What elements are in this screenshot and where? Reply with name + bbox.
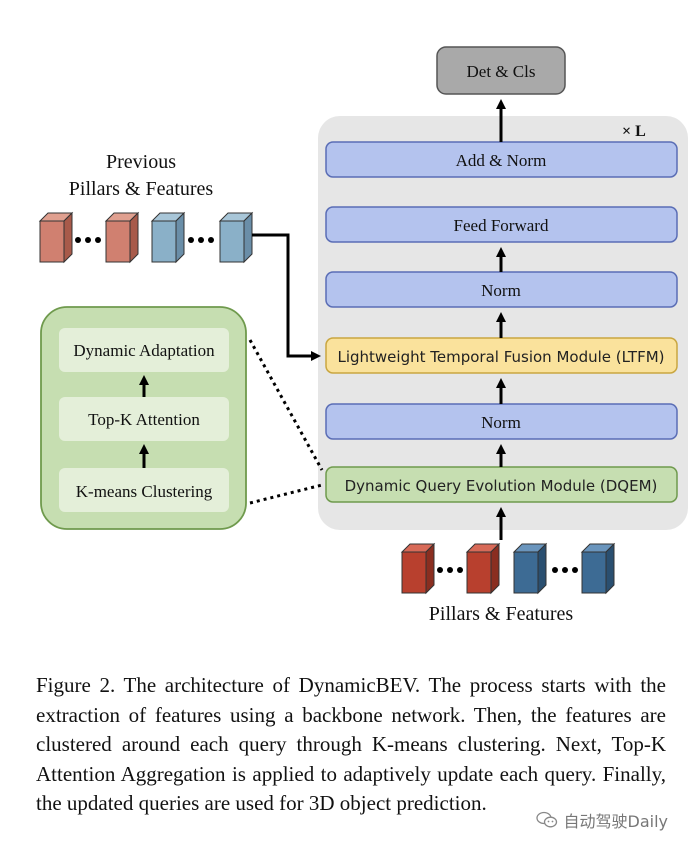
watermark-text: 自动驾驶Daily [563, 812, 669, 831]
previous-label-line1: Previous [106, 151, 176, 173]
input-blue-cube-1 [512, 542, 548, 595]
previous-ellipsis [75, 237, 214, 243]
repeat-label: × L [622, 123, 646, 140]
feed-forward-label: Feed Forward [454, 216, 549, 235]
kmeans-clustering-label: K-means Clustering [76, 482, 213, 501]
ltfm-label: Lightweight Temporal Fusion Module (LTFM… [337, 348, 664, 366]
previous-pillars [38, 211, 254, 264]
input-ellipsis [437, 567, 578, 573]
input-label: Pillars & Features [429, 603, 574, 625]
input-red-cube-2 [465, 542, 501, 595]
dqem-label: Dynamic Query Evolution Module (DQEM) [345, 477, 658, 495]
input-pillars [400, 542, 616, 595]
prev-red-cube-2 [104, 211, 140, 264]
dynamic-adaptation-box [59, 328, 229, 372]
figure-caption: Figure 2. The architecture of DynamicBEV… [36, 673, 666, 815]
dynamic-adaptation-label: Dynamic Adaptation [73, 341, 215, 360]
topk-attention-box [59, 397, 229, 441]
input-red-cube-1 [400, 542, 436, 595]
prev-red-cube-1 [38, 211, 74, 264]
prev-blue-cube-1 [150, 211, 186, 264]
wechat-icon [535, 811, 557, 828]
det-cls-label: Det & Cls [467, 62, 536, 81]
zoom-dotted-lines [248, 339, 324, 505]
norm-top-label: Norm [481, 281, 521, 300]
previous-label-line2: Pillars & Features [69, 178, 214, 200]
feed-forward-box [325, 206, 678, 243]
prev-blue-cube-2 [218, 211, 254, 264]
previous-to-ltfm-arrow [252, 233, 321, 361]
topk-attention-label: Top-K Attention [88, 410, 200, 429]
det-cls-box [436, 46, 566, 95]
input-blue-cube-2 [580, 542, 616, 595]
kmeans-clustering-box [59, 468, 229, 512]
norm-bottom-label: Norm [481, 413, 521, 432]
watermark: 自动驾驶Daily [535, 808, 669, 832]
architecture-diagram: × L Det & Cls Add & Norm Feed Forward No… [38, 46, 688, 625]
add-norm-label: Add & Norm [456, 151, 547, 170]
